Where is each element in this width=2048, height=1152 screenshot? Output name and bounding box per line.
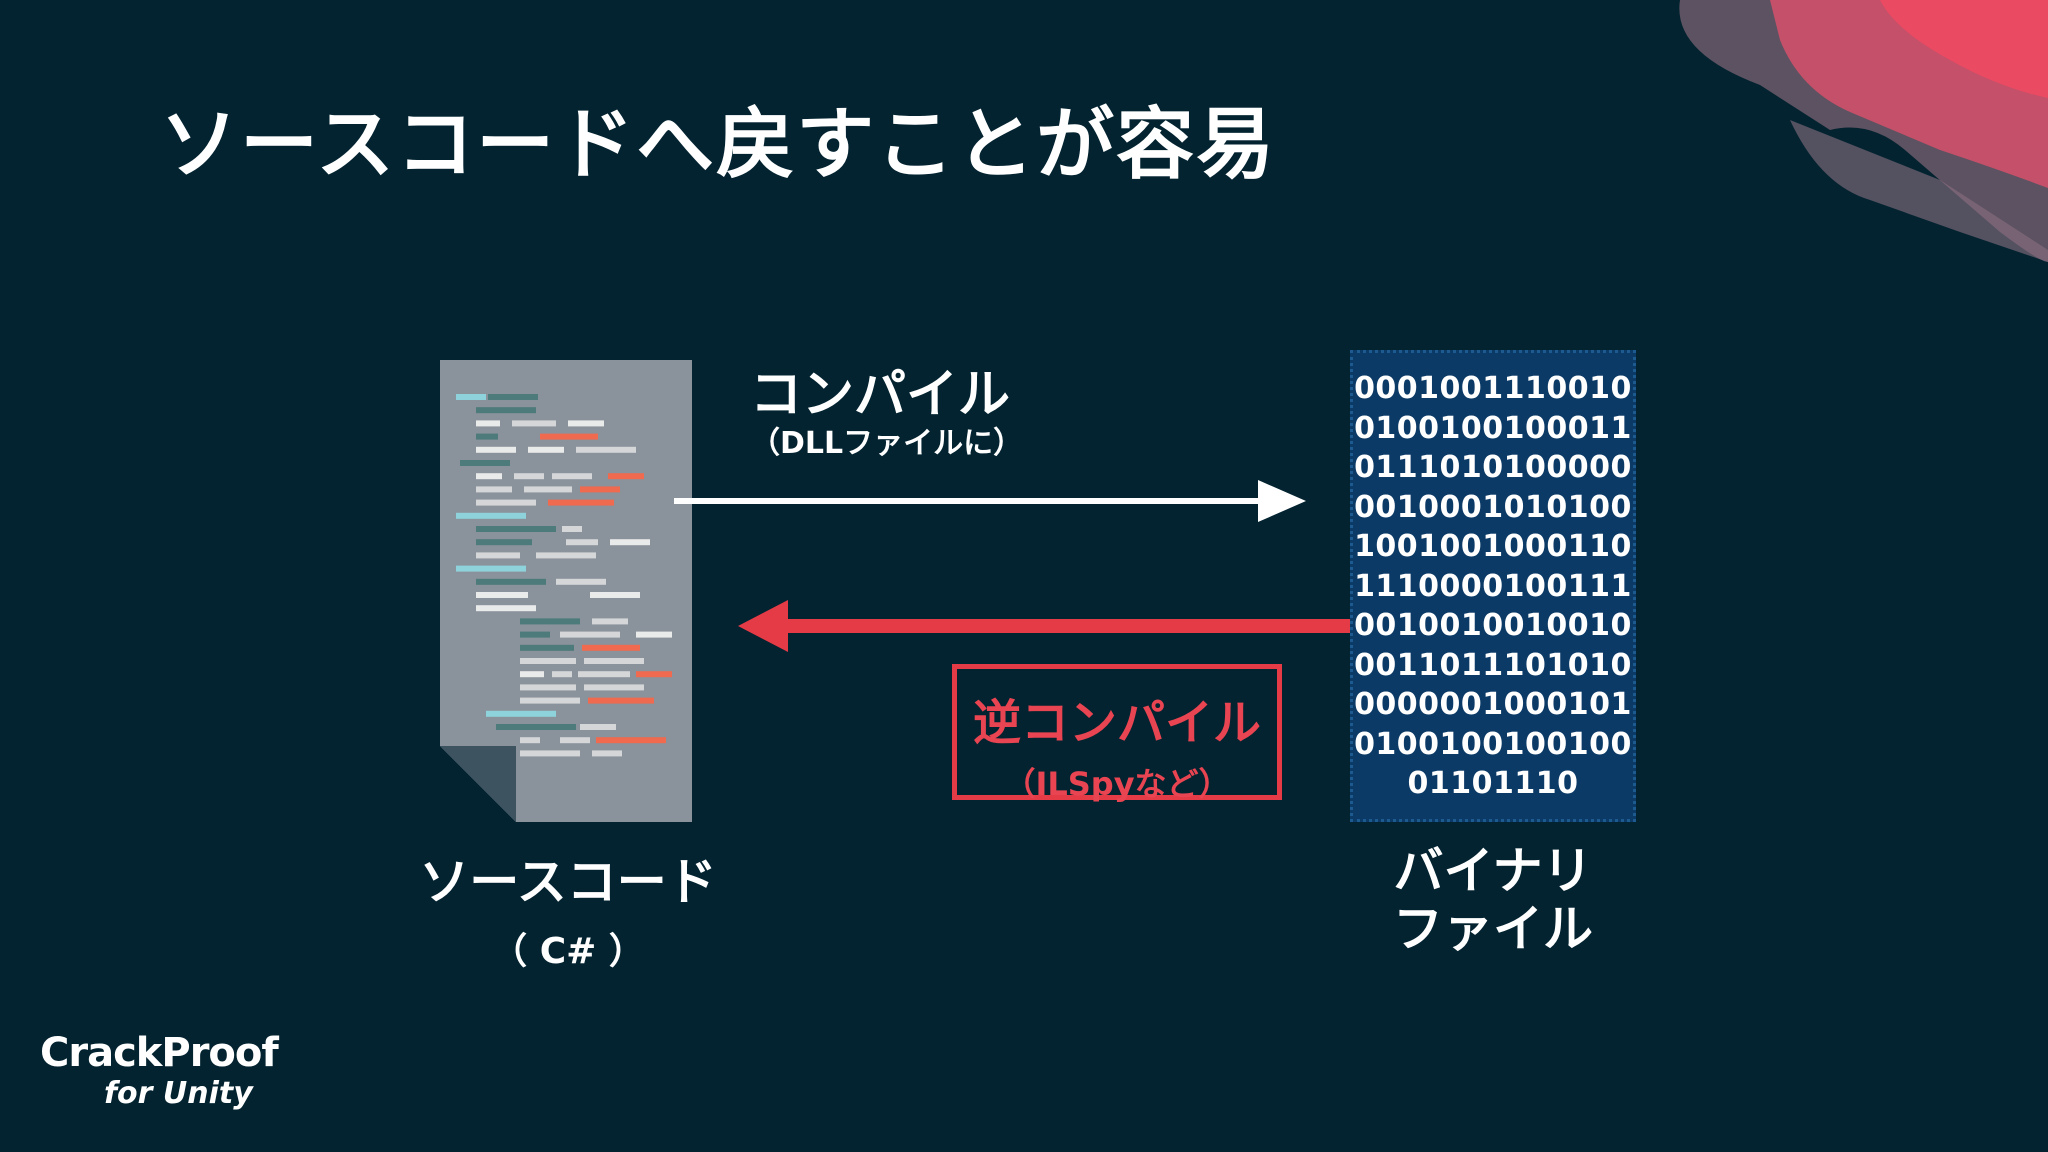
code-line-mark bbox=[580, 486, 620, 493]
code-line-mark bbox=[580, 724, 616, 730]
code-line-mark bbox=[476, 473, 502, 480]
binary-line: 0111010100000 bbox=[1354, 450, 1632, 485]
code-line-mark bbox=[578, 671, 630, 678]
code-line-mark bbox=[610, 539, 650, 546]
code-line-mark bbox=[536, 552, 596, 559]
code-line-mark bbox=[520, 697, 580, 704]
code-line-mark bbox=[562, 526, 582, 532]
compile-arrow bbox=[674, 480, 1306, 522]
code-line-mark bbox=[590, 592, 640, 598]
crackproof-logo-sub: for Unity bbox=[104, 1076, 253, 1111]
code-line-mark bbox=[476, 605, 536, 612]
code-line-mark bbox=[476, 592, 528, 598]
source-code-caption: ソースコード bbox=[419, 853, 717, 911]
binary-line: 0010010010010 bbox=[1354, 608, 1632, 643]
code-line-mark bbox=[488, 394, 538, 400]
code-line-mark bbox=[460, 460, 510, 466]
code-line-mark bbox=[520, 671, 544, 678]
code-line-mark bbox=[520, 750, 580, 757]
code-line-mark bbox=[514, 473, 544, 480]
code-line-mark bbox=[476, 552, 520, 559]
code-line-mark bbox=[476, 499, 536, 506]
code-line-mark bbox=[496, 724, 576, 730]
code-line-mark bbox=[636, 631, 672, 638]
code-line-mark bbox=[592, 750, 622, 757]
code-line-mark bbox=[560, 631, 620, 638]
code-line-mark bbox=[608, 473, 644, 480]
code-line-mark bbox=[592, 618, 628, 625]
compile-label: コンパイル bbox=[750, 365, 1011, 425]
binary-line: 0100100100011 bbox=[1354, 410, 1632, 446]
code-line-mark bbox=[476, 539, 532, 546]
code-line-mark bbox=[520, 658, 576, 664]
code-line-mark bbox=[456, 394, 486, 400]
code-line-mark bbox=[636, 671, 672, 678]
crackproof-logo: CrackProof bbox=[40, 1030, 279, 1076]
code-line-mark bbox=[512, 420, 556, 427]
code-line-mark bbox=[520, 618, 580, 625]
decompile-sublabel: （ILSpyなど） bbox=[1003, 765, 1231, 803]
code-line-mark bbox=[566, 539, 598, 546]
binary-line: 1110000100111 bbox=[1354, 568, 1632, 604]
code-line-mark bbox=[560, 737, 590, 744]
code-line-mark bbox=[476, 526, 556, 532]
compile-sublabel: （DLLファイルに） bbox=[750, 426, 1024, 461]
code-line-mark bbox=[476, 407, 536, 414]
code-line-mark bbox=[456, 565, 526, 572]
code-line-mark bbox=[556, 578, 606, 585]
source-code-language: （ C# ） bbox=[491, 931, 645, 972]
decompile-label: 逆コンパイル bbox=[972, 695, 1261, 751]
code-line-mark bbox=[476, 446, 516, 453]
code-line-mark bbox=[476, 578, 546, 585]
binary-line: 0001001110010 bbox=[1354, 371, 1632, 406]
corner-shape-red bbox=[1880, 0, 2048, 98]
code-line-mark bbox=[552, 671, 572, 678]
code-line-mark bbox=[576, 446, 636, 453]
code-line-mark bbox=[584, 684, 644, 691]
binary-line: 0010001010100 bbox=[1354, 489, 1632, 525]
code-line-mark bbox=[548, 499, 614, 506]
binary-line: 0100100100100 bbox=[1354, 726, 1632, 762]
code-line-mark bbox=[588, 697, 654, 704]
binary-line: 1001001000110 bbox=[1354, 529, 1632, 564]
code-line-mark bbox=[524, 486, 572, 493]
code-line-mark bbox=[584, 658, 644, 664]
code-line-mark bbox=[528, 446, 564, 453]
code-line-mark bbox=[456, 512, 526, 519]
code-line-mark bbox=[520, 644, 574, 651]
binary-caption-line1: バイナリ bbox=[1393, 842, 1593, 900]
code-line-mark bbox=[520, 631, 550, 638]
binary-file-block: 0001001110010 0100100100011 0111010100000 0… bbox=[1350, 350, 1636, 822]
binary-caption-line2: ファイル bbox=[1393, 900, 1593, 958]
binary-file-caption: バイナリ ファイル bbox=[1340, 842, 1646, 958]
binary-line: 0011011101010 bbox=[1354, 647, 1632, 683]
code-line-mark bbox=[540, 433, 598, 440]
decompile-label-box: 逆コンパイル （ILSpyなど） bbox=[952, 664, 1282, 803]
code-line-mark bbox=[552, 473, 592, 480]
page-title: ソースコードへ戻すことが容易 bbox=[160, 100, 1277, 190]
code-line-mark bbox=[568, 420, 604, 427]
binary-line: 01101110 bbox=[1407, 766, 1579, 801]
corner-shape-faint bbox=[1790, 120, 2048, 262]
code-line-mark bbox=[520, 684, 576, 691]
code-line-mark bbox=[582, 644, 640, 651]
code-line-mark bbox=[520, 737, 540, 744]
binary-line: 0000001000101 bbox=[1354, 687, 1632, 722]
decompile-arrow bbox=[738, 600, 1350, 652]
code-line-mark bbox=[476, 420, 500, 427]
source-code-document-icon bbox=[440, 360, 692, 822]
code-line-mark bbox=[476, 433, 498, 440]
code-line-mark bbox=[486, 710, 556, 717]
code-line-mark bbox=[476, 486, 512, 493]
code-line-mark bbox=[596, 737, 666, 744]
